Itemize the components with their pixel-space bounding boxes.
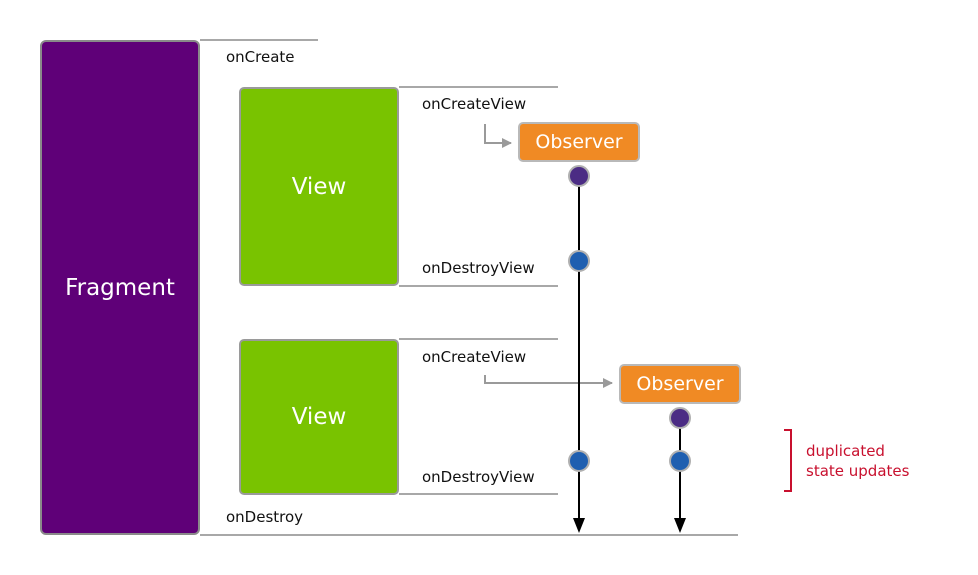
observer-1-update-dot-1 (568, 250, 590, 272)
on-destroy-view-label-1: onDestroyView (422, 259, 535, 277)
duplicated-state-updates-note: duplicated state updates (806, 441, 909, 481)
observer-1-update-dot-2 (568, 450, 590, 472)
view-box-1: View (239, 87, 399, 286)
note-line-1: duplicated (806, 442, 885, 460)
fragment-label: Fragment (65, 274, 175, 301)
observer-2-connector (484, 375, 613, 388)
on-create-label: onCreate (226, 48, 295, 66)
observer-2-update-dot (669, 450, 691, 472)
duplicated-updates-bracket (784, 429, 792, 492)
observer-2-arrowhead (674, 518, 686, 533)
observer-label-2: Observer (636, 373, 724, 395)
view-box-2: View (239, 339, 399, 495)
on-create-view-label-2: onCreateView (422, 348, 527, 366)
fragment-box: Fragment (40, 40, 200, 535)
observer-1-arrowhead (573, 518, 585, 533)
view-label-1: View (291, 173, 347, 200)
view-label-2: View (291, 404, 347, 430)
observer-box-1: Observer (518, 122, 640, 162)
observer-1-connector (484, 124, 512, 148)
note-line-2: state updates (806, 462, 910, 480)
observer-2-subscribe-dot (669, 407, 691, 429)
observer-1-subscribe-dot (568, 165, 590, 187)
on-create-view-label-1: onCreateView (422, 95, 527, 113)
on-destroy-view-label-2: onDestroyView (422, 468, 535, 486)
on-destroy-label: onDestroy (226, 508, 304, 526)
observer-box-2: Observer (619, 364, 741, 404)
observer-label-1: Observer (535, 131, 623, 153)
